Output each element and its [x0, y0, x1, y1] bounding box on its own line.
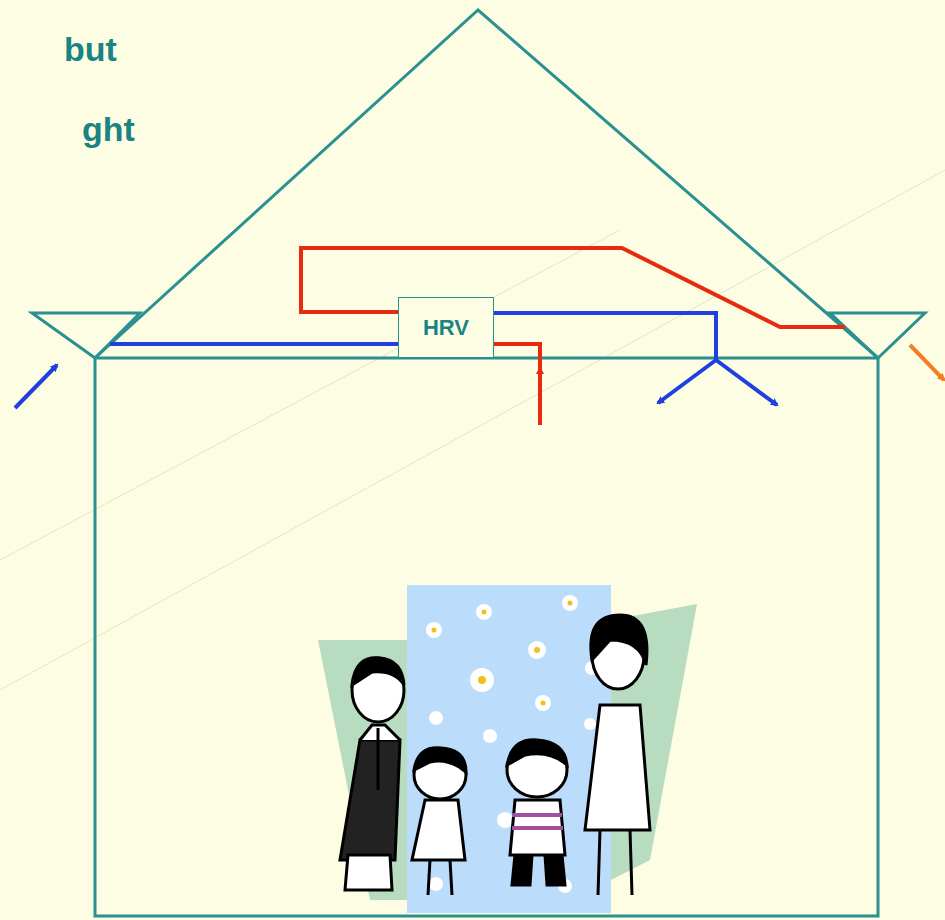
hrv-unit-box: HRV — [398, 297, 494, 358]
exhaust-duct — [301, 248, 845, 425]
house-outline — [32, 10, 925, 916]
exhaust-arrow — [910, 345, 944, 380]
unit-label: HRV — [423, 315, 469, 341]
supply-duct — [15, 313, 777, 408]
title-fragment: ght — [82, 112, 135, 146]
title-fragment: but — [64, 32, 117, 66]
family-clipart — [318, 585, 697, 913]
